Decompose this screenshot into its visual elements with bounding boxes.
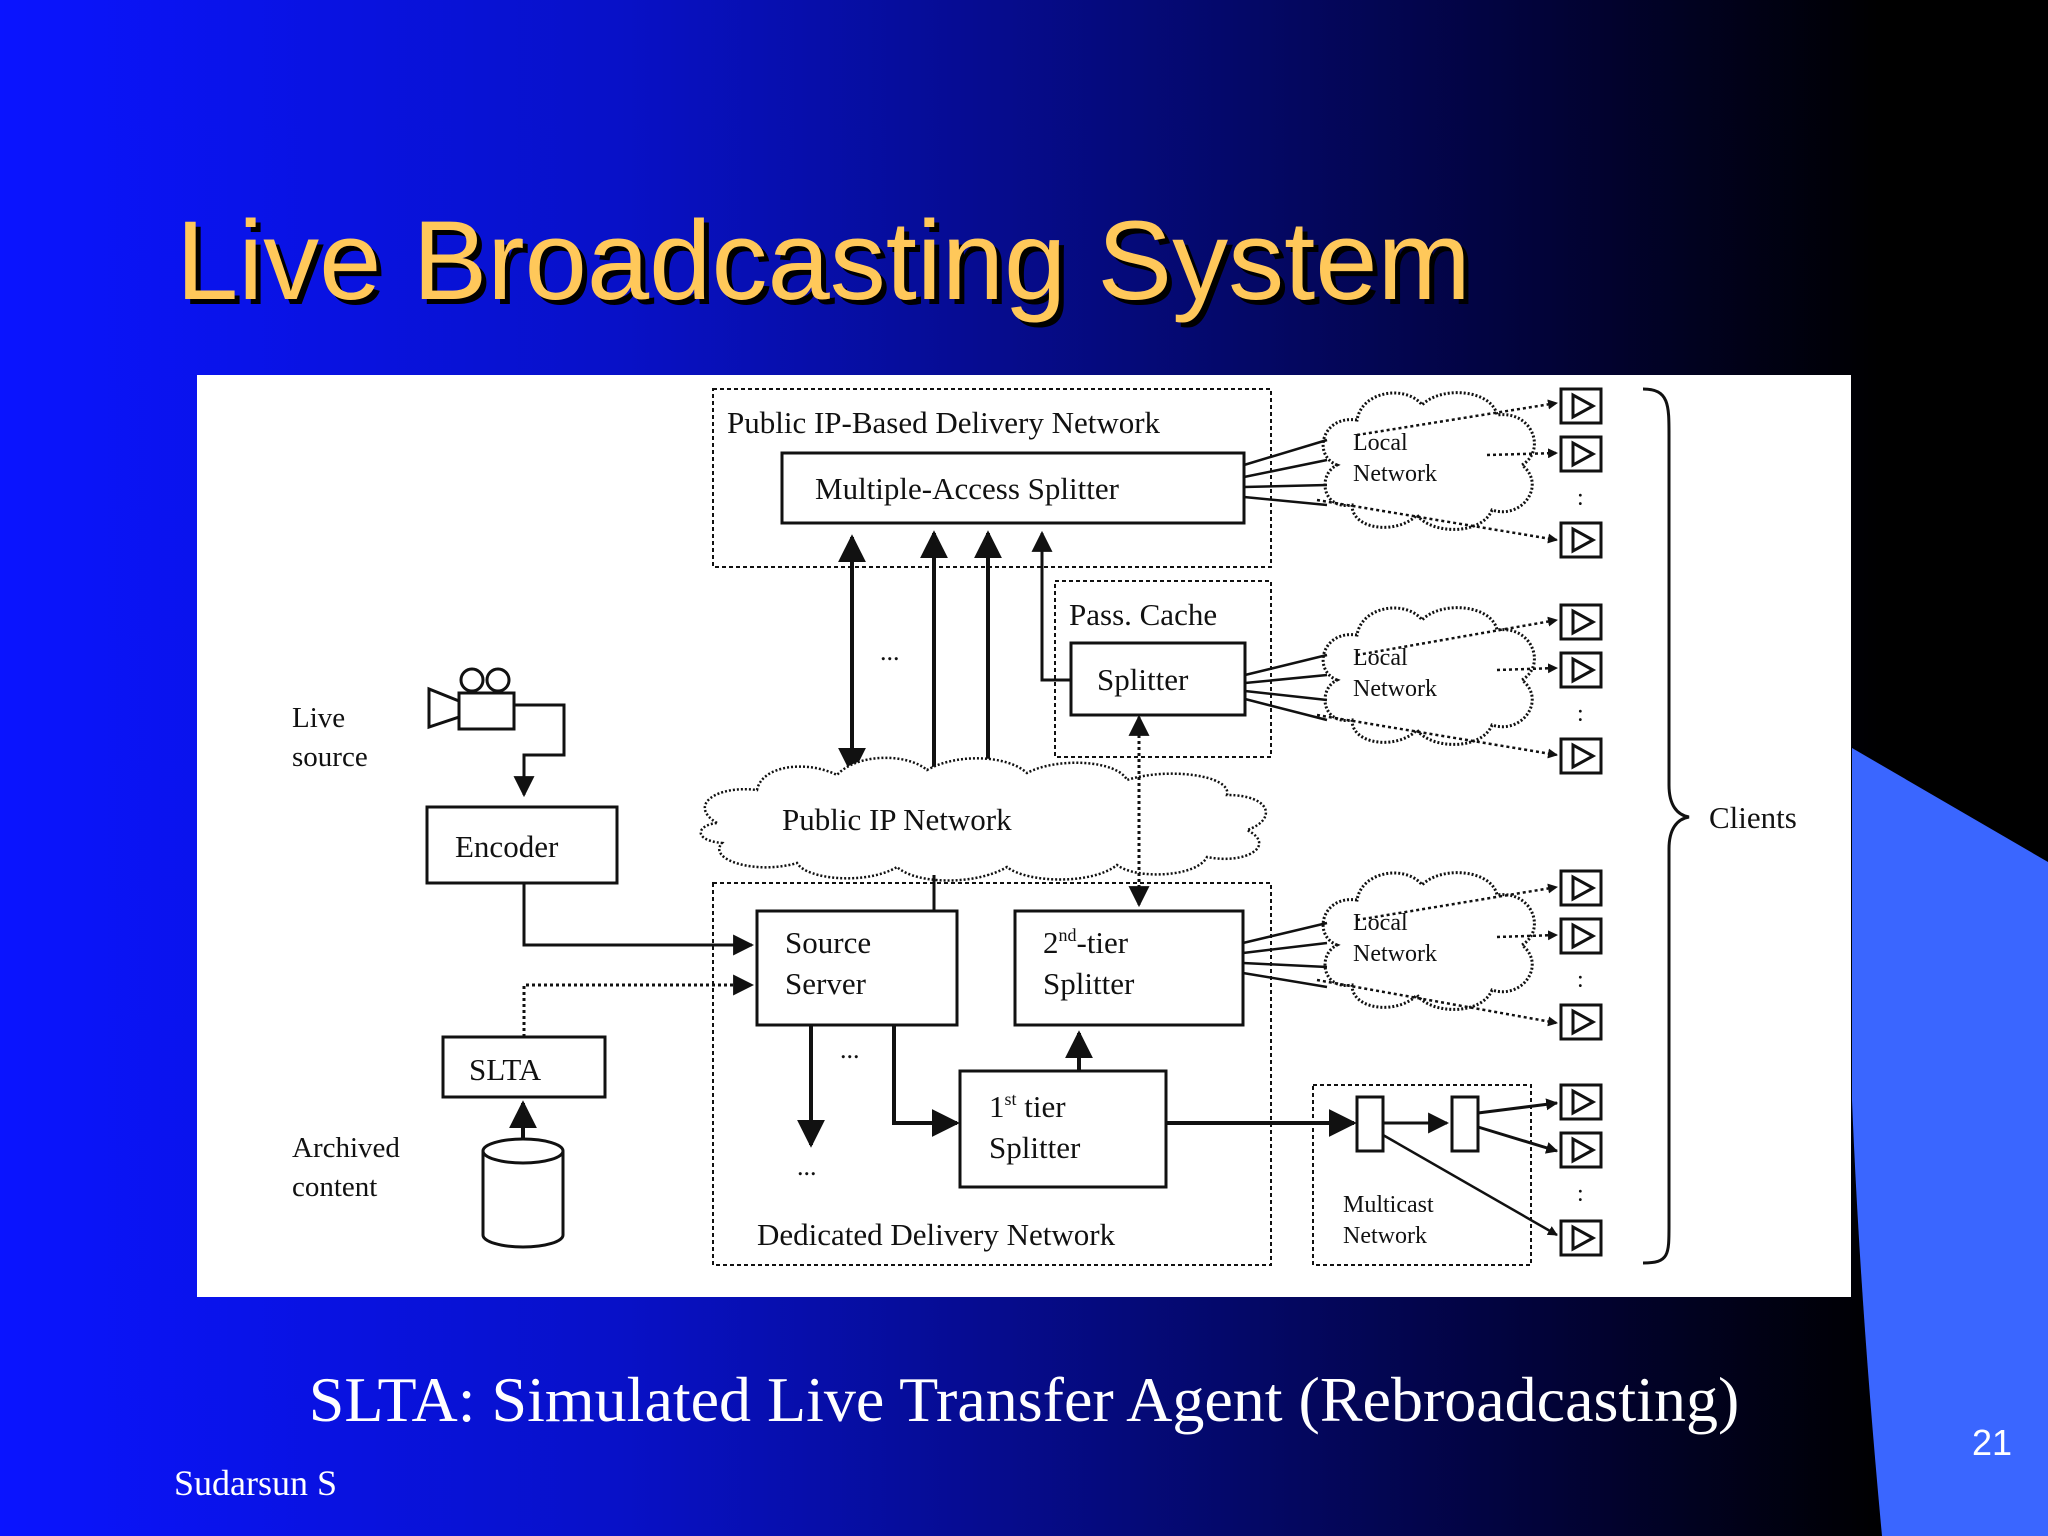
client-player-icon	[1559, 521, 1603, 559]
live-source-label-line1: Live	[292, 702, 345, 734]
ellipsis: ...	[880, 637, 900, 666]
second-tier-splitter-label-line1: 2nd-tier	[1043, 925, 1129, 960]
client-player-icon	[1559, 869, 1603, 907]
client-dots: :	[1577, 967, 1584, 993]
client-player-icon	[1559, 1131, 1603, 1169]
local-network-1-label-line2: Network	[1353, 461, 1437, 487]
slta-box	[441, 1035, 607, 1099]
public-ip-network-cloud	[699, 756, 1267, 882]
local-network-2-links	[1244, 616, 1558, 759]
client-player-icon	[1559, 387, 1603, 425]
encoder-to-source-arrow	[522, 883, 755, 956]
source-server-label-line1: Source	[785, 925, 871, 960]
local-network-2-label-line1: Local	[1353, 645, 1408, 671]
client-player-icon	[1559, 651, 1603, 689]
multicast-router-2	[1450, 1095, 1480, 1153]
client-dots: :	[1577, 701, 1584, 727]
public-delivery-network-group	[712, 388, 1272, 568]
source-server-label-line2: Server	[785, 966, 867, 1001]
second-tier-splitter-label-line2: Splitter	[1043, 966, 1135, 1001]
dedicated-delivery-network-label: Dedicated Delivery Network	[757, 1217, 1116, 1252]
downstream-ellipsis: ...	[797, 1152, 817, 1181]
multicast-label-line1: Multicast	[1343, 1192, 1434, 1218]
multicast-link-mid	[1477, 1125, 1559, 1154]
multicast-network-group	[1312, 1084, 1532, 1266]
public-delivery-network-label: Public IP-Based Delivery Network	[727, 405, 1161, 440]
archived-content-label-line1: Archived	[292, 1132, 400, 1164]
first-tier-splitter-label-line1: 1st tier	[989, 1089, 1066, 1124]
client-player-icon	[1559, 737, 1603, 775]
camera-to-encoder-arrow	[513, 703, 566, 798]
first-tier-splitter-label-line2: Splitter	[989, 1130, 1081, 1165]
pass-cache-splitter-label: Splitter	[1097, 662, 1189, 697]
public-ip-network-label: Public IP Network	[782, 802, 1012, 837]
slta-to-source-arrow	[522, 974, 755, 1037]
page-number: 21	[1972, 1422, 2013, 1463]
encoder-label: Encoder	[455, 829, 559, 864]
dedicated-delivery-network-group	[712, 882, 1272, 1266]
author-footer: Sudarsun S	[174, 1463, 338, 1503]
client-player-icon	[1559, 1219, 1603, 1257]
local-network-3-label-line2: Network	[1353, 941, 1437, 967]
client-dots: :	[1577, 485, 1584, 511]
multicast-label-line2: Network	[1343, 1223, 1427, 1249]
multicast-link-low	[1382, 1133, 1558, 1237]
multiple-access-splitter-label: Multiple-Access Splitter	[815, 471, 1120, 506]
source-ellipsis: ...	[840, 1035, 860, 1064]
pass-cache-label: Pass. Cache	[1069, 597, 1217, 632]
local-network-2-label-line2: Network	[1353, 676, 1437, 702]
client-dots: :	[1577, 1181, 1584, 1207]
client-player-icon	[1559, 1003, 1603, 1041]
first-tier-splitter-box	[958, 1069, 1168, 1189]
live-source-label-line2: source	[292, 741, 368, 773]
slide-caption: SLTA: Simulated Live Transfer Agent (Reb…	[308, 1364, 1740, 1435]
source-server-box	[755, 909, 959, 1027]
client-player-icon	[1559, 917, 1603, 955]
second-tier-splitter-box	[1013, 909, 1245, 1027]
multicast-link-top	[1477, 1098, 1559, 1115]
client-player-icon	[1559, 435, 1603, 473]
source-to-first-tier-arrow	[892, 1025, 960, 1137]
multiple-access-splitter-box	[780, 451, 1246, 525]
diagram-figure: Public IP-Based Delivery Network Multipl…	[197, 375, 1851, 1297]
database-icon	[481, 1137, 565, 1249]
local-network-1-links	[1243, 399, 1558, 544]
multicast-router-1	[1355, 1095, 1385, 1153]
clients-brace	[1642, 387, 1690, 1265]
client-player-icon	[1559, 603, 1603, 641]
encoder-box	[425, 805, 619, 885]
cache-to-splitter-arrow	[1031, 530, 1071, 682]
camera-icon	[427, 667, 516, 731]
local-network-3-links	[1242, 883, 1558, 1027]
slta-label: SLTA	[469, 1052, 542, 1087]
pass-cache-splitter-box	[1069, 641, 1247, 717]
archived-content-label-line2: content	[292, 1171, 377, 1203]
network-diagram: Public IP-Based Delivery Network Multipl…	[292, 387, 1797, 1266]
slide-title: Live Broadcasting System	[176, 198, 1471, 323]
client-player-icon	[1559, 1083, 1603, 1121]
clients-label: Clients	[1709, 800, 1797, 835]
local-network-1-label-line1: Local	[1353, 430, 1408, 456]
